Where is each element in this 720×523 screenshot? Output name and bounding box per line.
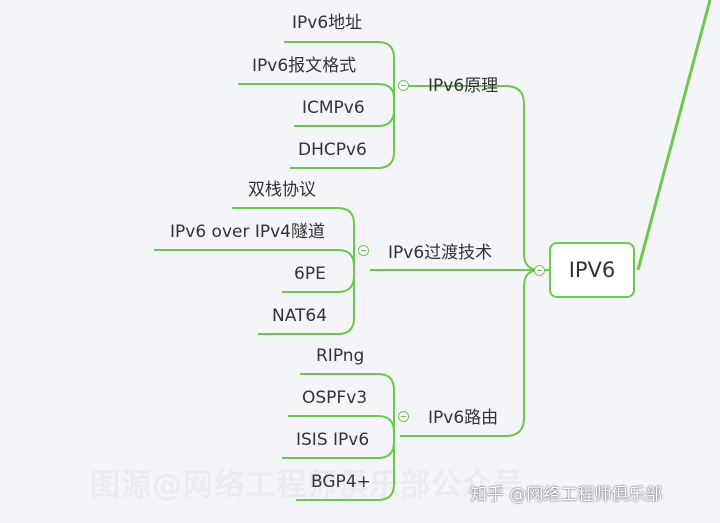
- branch2-child-connector-2: [154, 249, 355, 270]
- leaf-node[interactable]: IPv6地址: [292, 13, 363, 33]
- root-node-label: IPV6: [568, 258, 616, 282]
- collapse-branch-ipv6-transition-icon[interactable]: [358, 245, 369, 256]
- leaf-node[interactable]: 双栈协议: [248, 180, 316, 200]
- branch1-child-connector-2: [238, 83, 395, 99]
- leaf-node[interactable]: IPv6 over IPv4隧道: [170, 222, 326, 242]
- leaf-node[interactable]: RIPng: [316, 346, 365, 366]
- branch3-child-connector-1: [300, 373, 395, 436]
- collapse-branch-ipv6-routing-icon[interactable]: [398, 411, 409, 422]
- branch3-child-connector-4: [296, 436, 395, 501]
- zhihu-watermark: 知乎 @网络工程师俱乐部: [470, 485, 663, 505]
- root-branch-connector-3: [400, 269, 549, 437]
- root-parent-connector: [636, 0, 712, 271]
- leaf-node[interactable]: ICMPv6: [302, 98, 365, 118]
- branch-node-ipv6-principle[interactable]: IPv6原理: [428, 76, 499, 96]
- branch3-child-connector-2: [288, 415, 395, 436]
- background-watermark: 图源@网络工程师俱乐部公众号: [90, 468, 524, 503]
- leaf-node[interactable]: NAT64: [272, 306, 328, 326]
- leaf-node[interactable]: OSPFv3: [302, 388, 368, 408]
- branch-node-ipv6-routing[interactable]: IPv6路由: [428, 408, 499, 428]
- collapse-root-icon[interactable]: [534, 265, 545, 276]
- root-node[interactable]: IPV6: [549, 242, 635, 298]
- leaf-node[interactable]: DHCPv6: [298, 140, 367, 160]
- leaf-node[interactable]: ISIS IPv6: [296, 430, 370, 450]
- leaf-node[interactable]: IPv6报文格式: [252, 56, 357, 76]
- branch2-child-connector-4: [258, 270, 355, 335]
- collapse-branch-ipv6-principle-icon[interactable]: [398, 80, 409, 91]
- branch1-child-connector-1: [284, 41, 395, 86]
- branch2-child-connector-1: [232, 207, 355, 270]
- branch-node-ipv6-transition[interactable]: IPv6过渡技术: [388, 243, 493, 263]
- leaf-node[interactable]: BGP4+: [311, 472, 371, 492]
- branch1-child-connector-4: [290, 86, 395, 169]
- leaf-node[interactable]: 6PE: [294, 264, 326, 284]
